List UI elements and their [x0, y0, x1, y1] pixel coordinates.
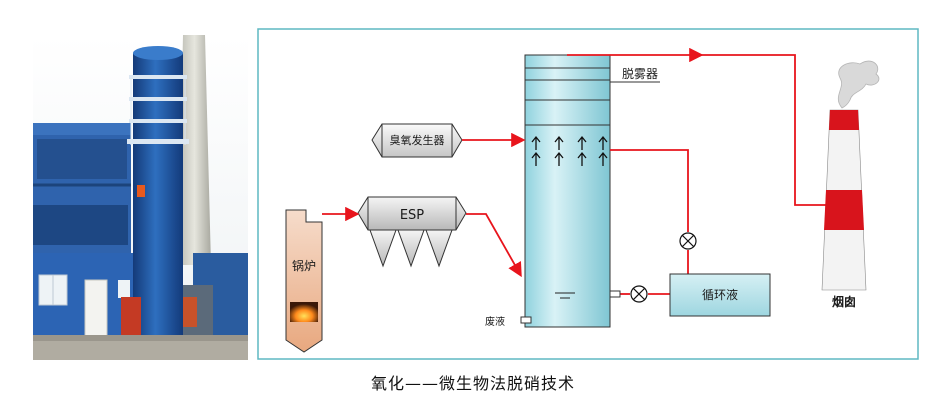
flame-icon: [290, 302, 318, 322]
ozone-generator-label: 臭氧发生器: [390, 133, 445, 147]
boiler: 锅炉: [285, 209, 323, 353]
up-arrow-icon: [531, 135, 608, 166]
facility-photo: [33, 35, 248, 360]
esp-unit: ESP: [357, 196, 467, 268]
boiler-label: 锅炉: [292, 258, 316, 273]
chimney: 烟囱: [821, 60, 880, 309]
flue-gas-lines: [322, 47, 826, 295]
circulating-liquid-label: 循环液: [702, 287, 738, 302]
esp-label: ESP: [400, 208, 424, 223]
smoke-icon: [837, 60, 880, 109]
ozone-generator: 臭氧发生器: [371, 123, 463, 158]
circulating-tank: 循环液: [669, 273, 771, 317]
chimney-label: 烟囱: [832, 294, 856, 309]
waste-liquid-label: 废液: [485, 315, 505, 328]
valve-icon: [630, 285, 648, 303]
valve-icon: [679, 232, 697, 250]
diagram-frame: [257, 28, 919, 360]
demister-label: 脱雾器: [622, 66, 658, 81]
absorber-tower: [524, 54, 611, 328]
figure-caption: 氧化——微生物法脱硝技术: [370, 374, 575, 393]
